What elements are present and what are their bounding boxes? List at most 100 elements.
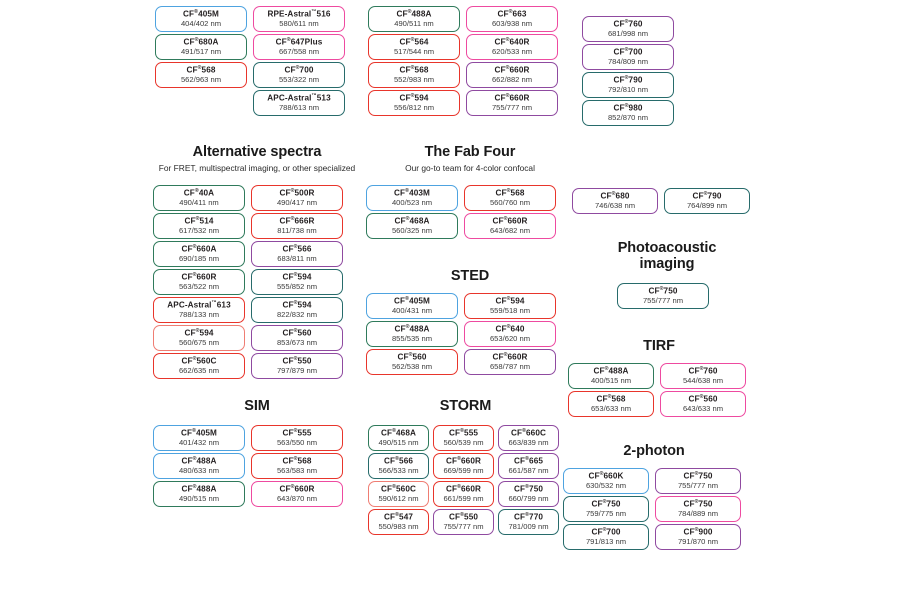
dye-name: CF®770 xyxy=(513,511,544,522)
dye-spec: 562/538 nm xyxy=(391,362,433,372)
dye-spec: 559/518 nm xyxy=(489,306,531,316)
dye-name: CF®700 xyxy=(591,526,621,537)
dye-spec: 563/550 nm xyxy=(276,438,318,448)
dye-spec: 560/325 nm xyxy=(391,226,433,236)
dye-name: CF®660R xyxy=(492,351,528,362)
dye-name: CF®660R xyxy=(445,483,482,494)
dye-name: CF®660R xyxy=(492,215,528,226)
dye-spec: 544/638 nm xyxy=(682,376,724,386)
section-subtitle: For FRET, multispectral imaging, or othe… xyxy=(158,163,356,173)
dye-spec: 566/533 nm xyxy=(378,466,419,476)
dye-name: CF®566 xyxy=(383,455,414,466)
dye-name: CF®680A xyxy=(183,36,219,47)
dye-spec: 683/811 nm xyxy=(277,254,317,264)
dye-spec: 490/515 nm xyxy=(178,494,220,504)
dye-spec: 490/515 nm xyxy=(378,438,419,448)
dye-name: CF®568 xyxy=(399,64,429,75)
dye-spec: 755/777 nm xyxy=(491,103,533,113)
dye-name: CF®760 xyxy=(613,18,643,29)
dye-name: CF®468A xyxy=(380,427,417,438)
dye-spec: 681/998 nm xyxy=(607,29,649,39)
dye-name: CF®488A xyxy=(181,455,217,466)
dye-spec: 853/673 nm xyxy=(276,338,318,348)
dye-spec: 620/533 nm xyxy=(491,47,533,57)
dye-name: CF®594 xyxy=(282,271,312,282)
